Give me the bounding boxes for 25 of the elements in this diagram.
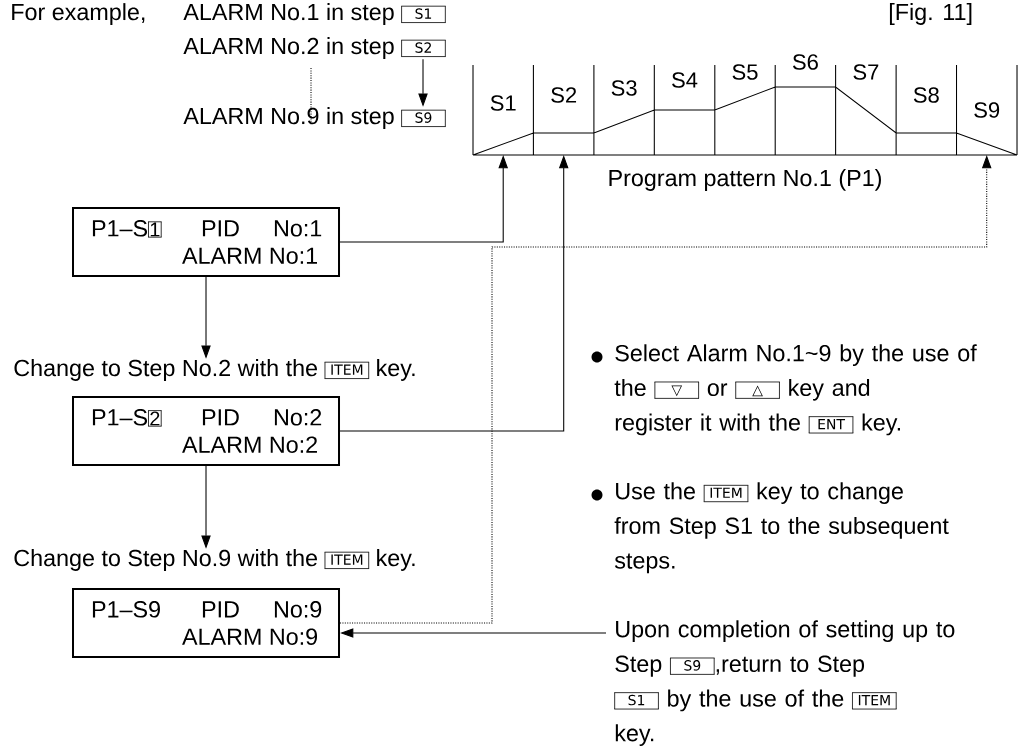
step-label: S2 [551, 87, 577, 103]
step-label: S5 [732, 64, 758, 80]
step-label: S1 [490, 95, 516, 111]
example-text: ALARM No.1 in step S1 [183, 3, 447, 25]
instruction-text: Change to Step No.9 with the ITEM key. [14, 549, 415, 571]
step-label: S9 [974, 102, 1000, 118]
step-label: S3 [611, 80, 637, 96]
instruction-text: Change to Step No.2 with the ITEM key. [14, 359, 415, 381]
step-label: S4 [672, 72, 698, 88]
step-label: S6 [792, 54, 818, 70]
step-label: S7 [853, 64, 879, 80]
display-box: P1–S2 PID No:2 ALARM No:2 [72, 396, 340, 466]
boxed-digit: 1 [147, 221, 162, 238]
step-label: S8 [913, 87, 939, 103]
note-text: Upon completion of setting up to Step S9 ,return to Step S1 by the use of the ITEM key. [613, 620, 955, 747]
display-box: P1–S 1 PID No:1 ALARM No:1 [72, 207, 340, 277]
intro-text: For example, [12, 3, 145, 25]
figure-number: [Fig. 11] [889, 3, 972, 25]
boxed-digit: 2 [147, 410, 162, 427]
note-text: Select Alarm No.1~9 by the use of the ▽ or △ key and register it with the ENT key. [614, 344, 977, 436]
example-text: ALARM No.9 in step S9 [183, 107, 447, 129]
note-text: Use the ITEM key to change from Step S1 to the subsequent steps. [614, 482, 949, 574]
example-text: ALARM No.2 in step S2 [183, 37, 447, 59]
display-box: P1–S9 PID No:9 ALARM No:9 [72, 588, 340, 658]
chart-caption: Program pattern No.1 (P1) [609, 169, 881, 191]
